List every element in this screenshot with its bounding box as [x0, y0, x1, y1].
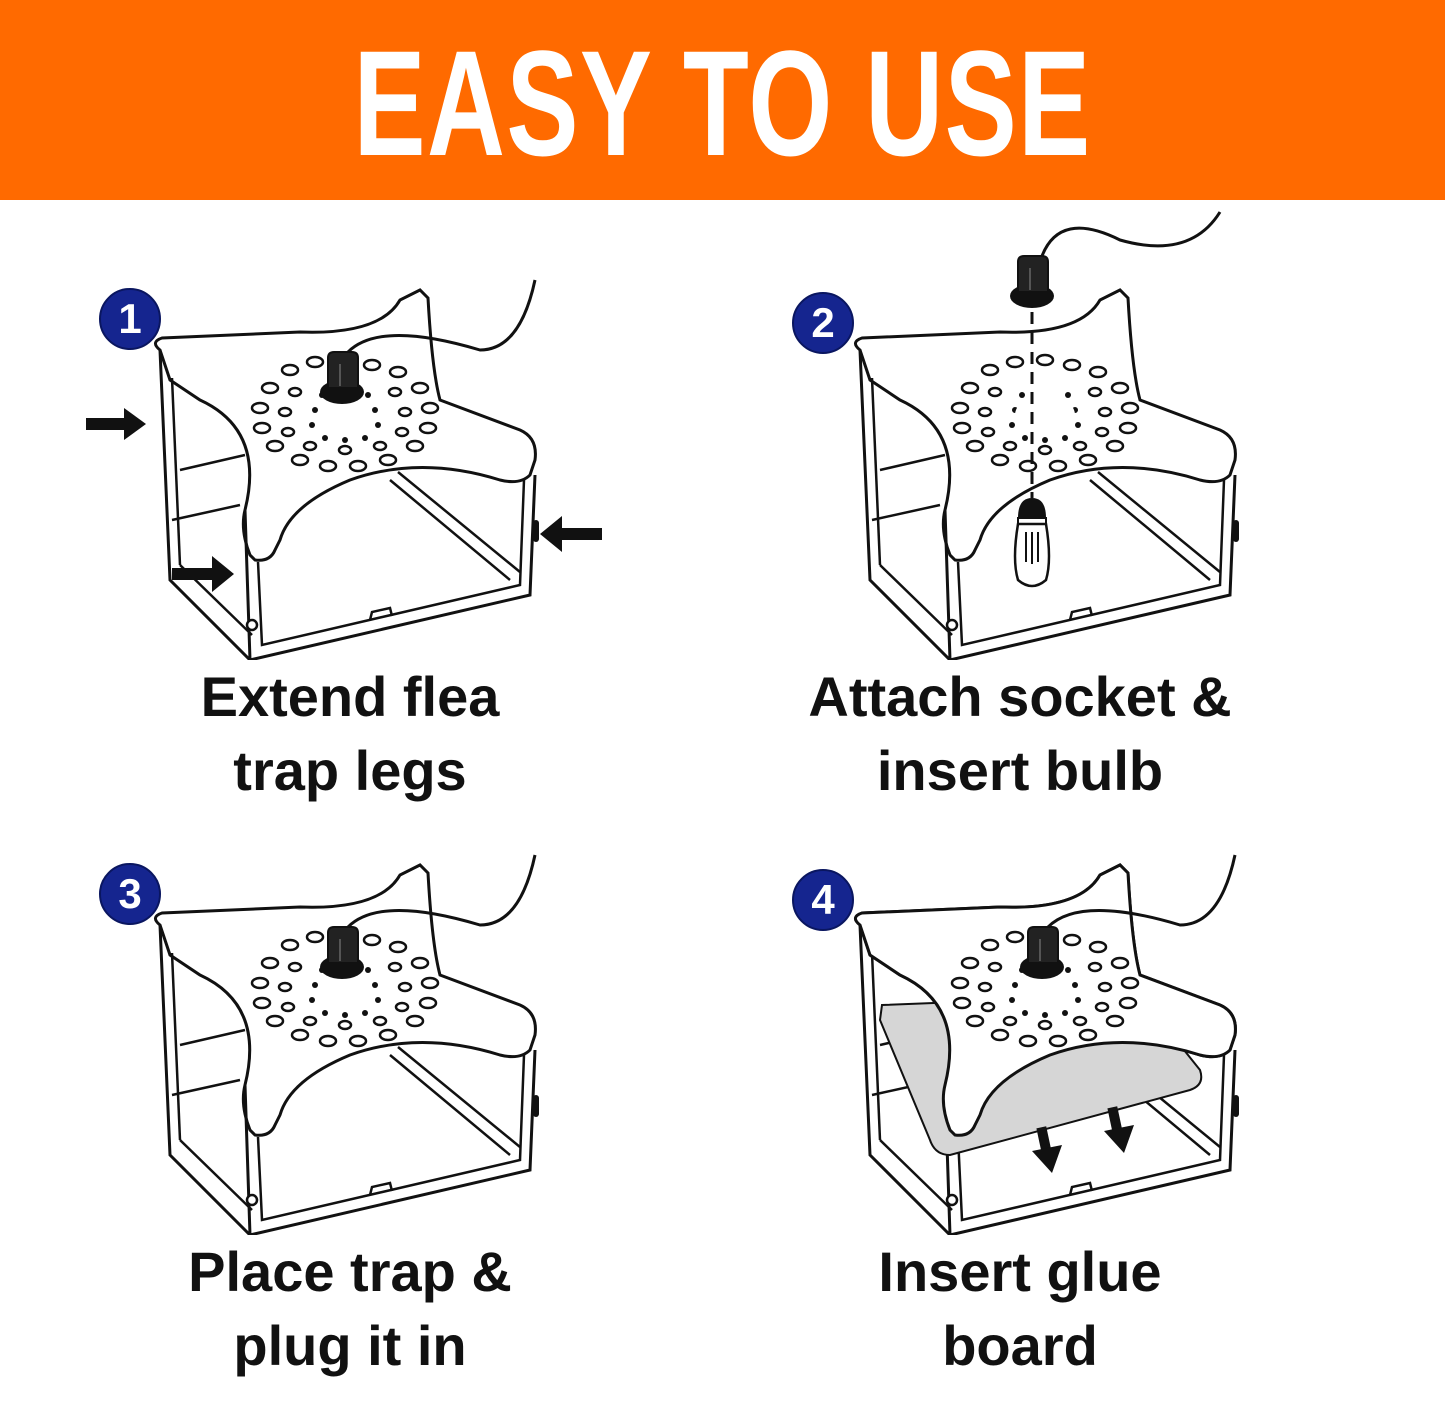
step-caption: Insert glue board: [878, 1240, 1162, 1377]
step-1: 1 Extend flea trap legs: [80, 270, 700, 830]
attach-socket-insert-bulb-illustration: [853, 211, 1241, 660]
arrow-right-icon: [86, 408, 146, 440]
insert-glue-board-illustration: [853, 854, 1241, 1235]
trap-extend-legs-illustration: [86, 279, 602, 660]
step-2: 2 Attach socket & insert bulb: [780, 200, 1400, 802]
arrow-down-icon: [1104, 1106, 1134, 1153]
step-caption: Attach socket & insert bulb: [808, 665, 1232, 802]
arrow-right-icon: [172, 556, 234, 592]
light-bulb-icon: [1013, 498, 1051, 588]
step-caption: Extend flea trap legs: [200, 665, 500, 802]
arrow-left-icon: [540, 516, 602, 552]
step-caption: Place trap & plug it in: [188, 1240, 512, 1377]
arrow-down-icon: [1032, 1126, 1062, 1173]
page-title: EASY TO USE: [353, 19, 1092, 187]
header-banner: EASY TO USE: [0, 0, 1445, 200]
step-4: 4 Insert glue board: [780, 845, 1400, 1405]
step-number-badge: 1: [99, 288, 161, 350]
step-number-badge: 3: [99, 863, 161, 925]
step-number-badge: 2: [792, 292, 854, 354]
step-number-badge: 4: [792, 869, 854, 931]
place-trap-plug-in-illustration: [153, 854, 541, 1235]
step-3: 3 Place trap & plug it in: [80, 845, 700, 1405]
